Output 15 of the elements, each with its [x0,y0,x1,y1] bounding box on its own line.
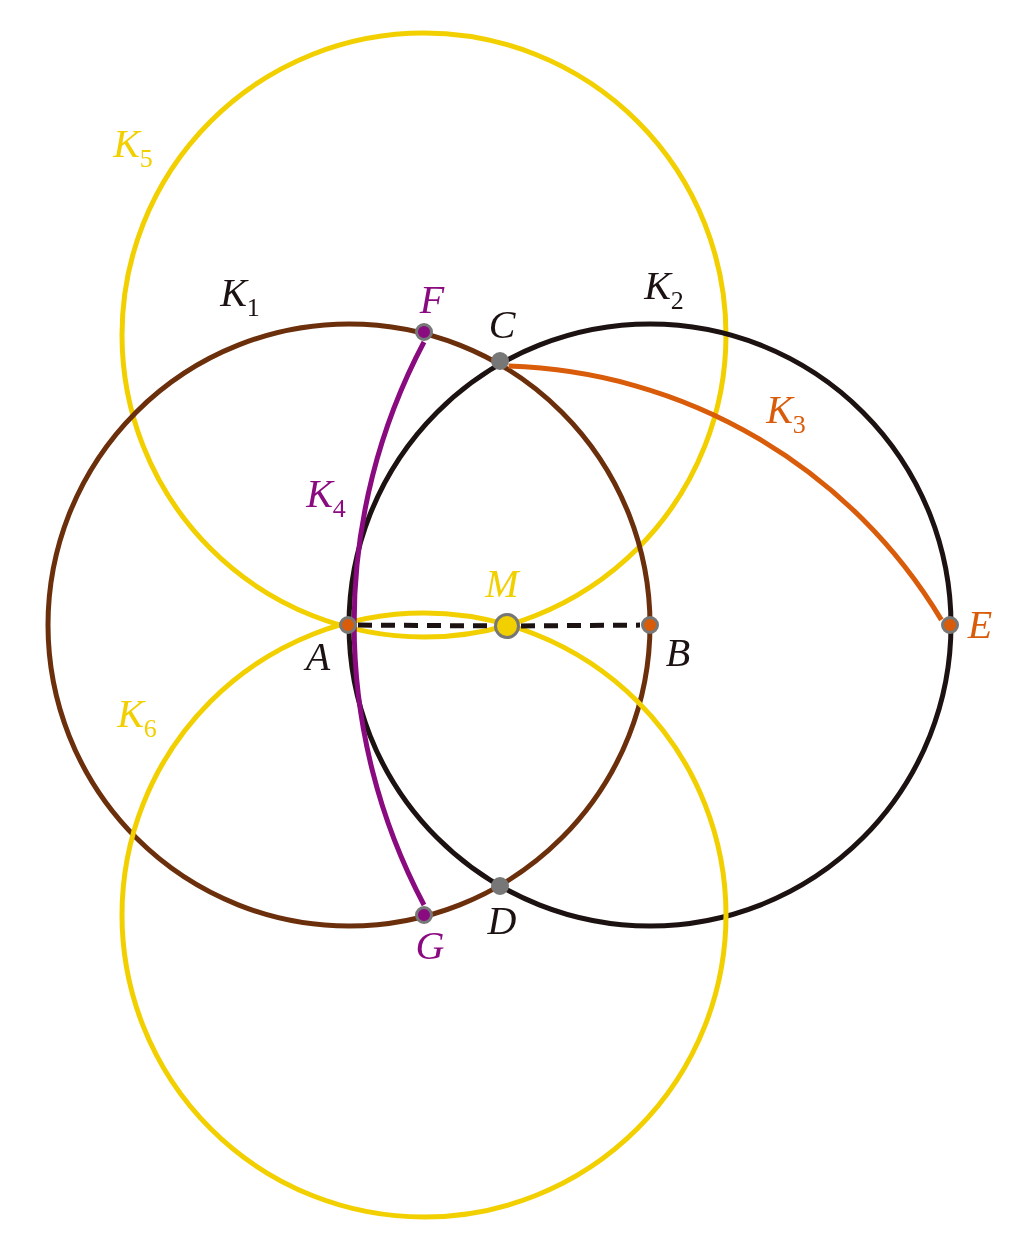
point-label: M [485,564,519,604]
circle-label: K$_{5}$ [113,124,153,172]
arc [351,340,427,907]
point-label: B [665,633,691,673]
arc-label: K$_{4}$ [306,474,346,522]
arc-label: K$_{3}$ [766,390,806,438]
point-label: G [415,926,445,966]
point-label: C [488,305,516,345]
point-label: F [419,280,445,320]
point-label: D [487,901,517,941]
point-label: A [305,637,331,677]
circle-label: K$_{6}$ [117,694,157,742]
point-label: E [967,605,993,645]
circle-label: K$_{2}$ [644,266,684,314]
circle-label: K$_{1}$ [220,273,260,321]
